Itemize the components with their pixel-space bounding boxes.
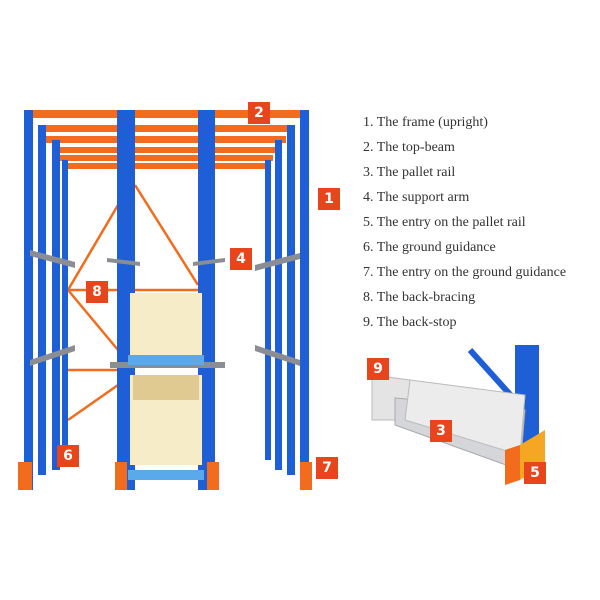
badge-ground-guidance: 6 (57, 445, 79, 467)
badge-pallet-rail: 3 (430, 420, 452, 442)
detail-inset (371, 345, 545, 485)
legend-item: 9. The back-stop (363, 315, 457, 330)
top-beams (24, 110, 309, 169)
legend-item: 6. The ground guidance (363, 240, 496, 255)
legend-item: 4. The support arm (363, 190, 470, 205)
badge-support-arm: 4 (230, 248, 252, 270)
badge-back-stop: 9 (367, 358, 389, 380)
pallet-loads (128, 293, 204, 480)
upright-feet (18, 462, 312, 490)
badge-entry-pallet-rail: 5 (524, 462, 546, 484)
parts-legend: 1. The frame (upright) 2. The top-beam 3… (363, 113, 566, 338)
legend-item: 8. The back-bracing (363, 290, 476, 305)
legend-item: 1. The frame (upright) (363, 115, 488, 130)
uprights (24, 110, 309, 490)
badge-back-bracing: 8 (86, 281, 108, 303)
legend-item: 2. The top-beam (363, 140, 455, 155)
legend-item: 3. The pallet rail (363, 165, 456, 180)
badge-top-beam: 2 (248, 102, 270, 124)
legend-item: 5. The entry on the pallet rail (363, 215, 526, 230)
legend-item: 7. The entry on the ground guidance (363, 265, 567, 280)
badge-frame: 1 (318, 188, 340, 210)
badge-entry-ground-guidance: 7 (316, 457, 338, 479)
